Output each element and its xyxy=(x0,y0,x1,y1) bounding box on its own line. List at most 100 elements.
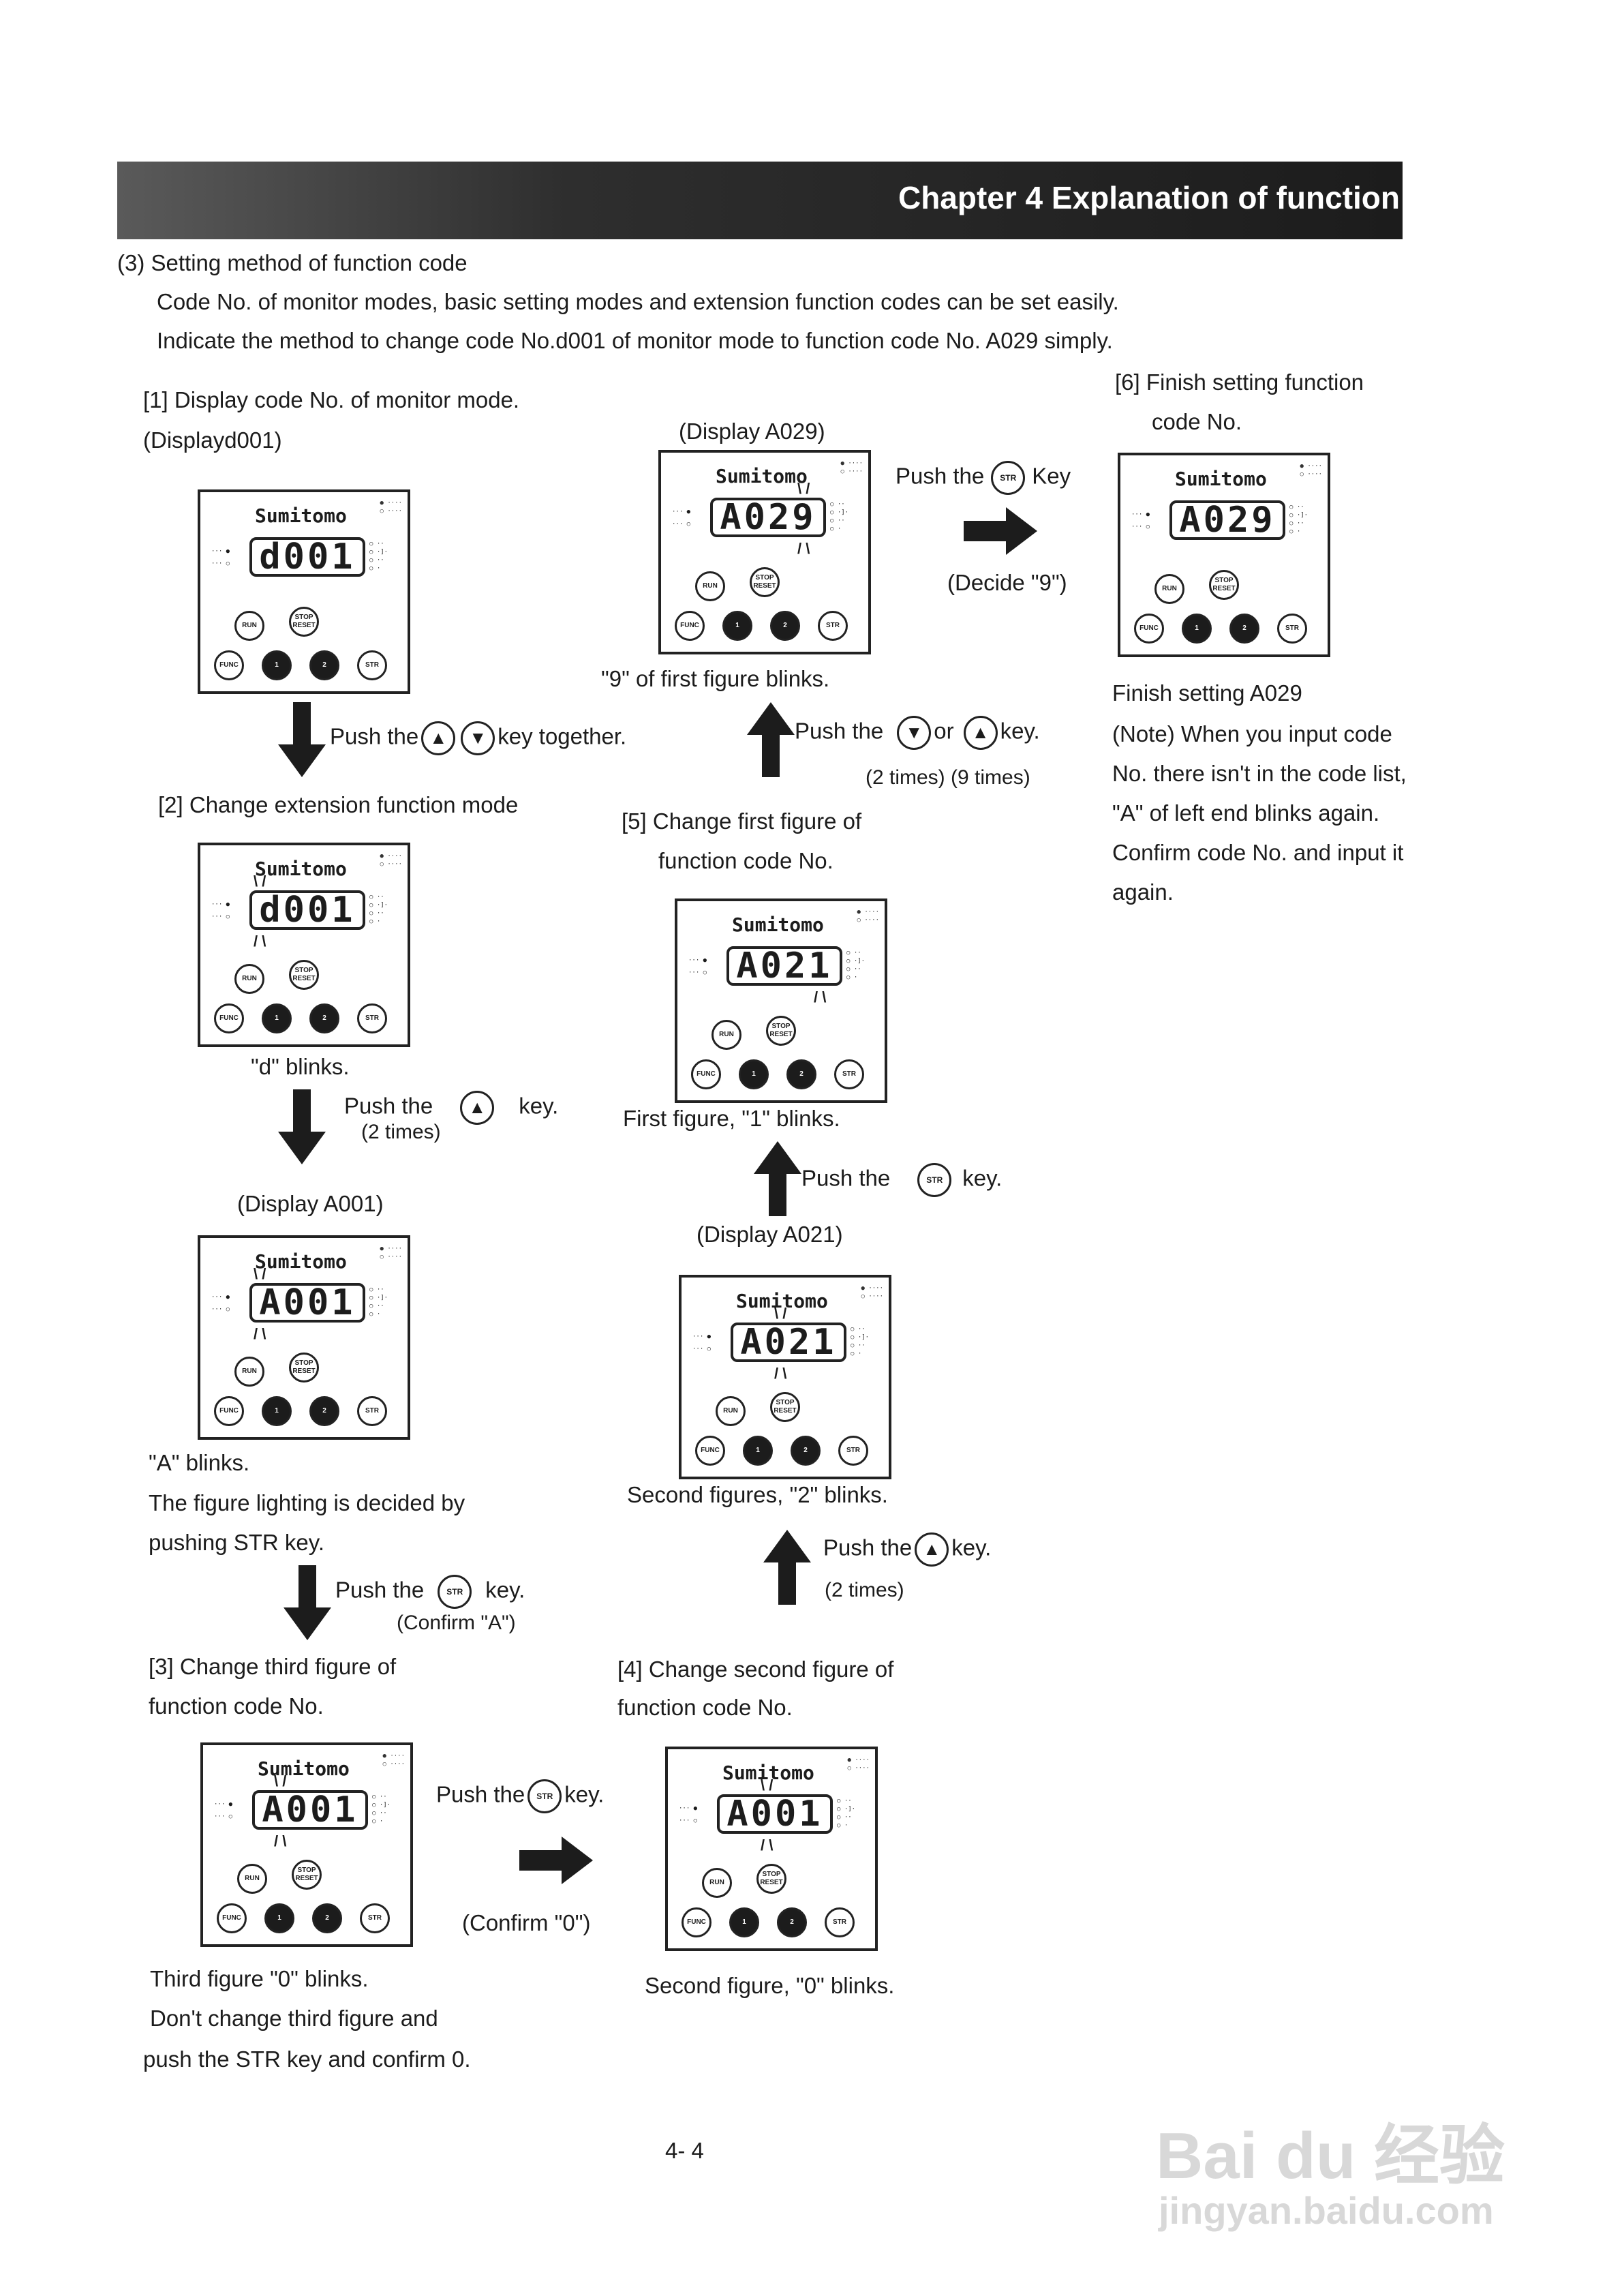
run-button[interactable]: RUN xyxy=(234,611,264,641)
up-button[interactable]: 1 xyxy=(262,1003,292,1033)
str-button[interactable]: STR xyxy=(834,1059,864,1089)
stop-reset-button[interactable]: STOP RESET xyxy=(756,1864,786,1894)
stop-reset-button[interactable]: STOP RESET xyxy=(289,960,319,990)
up-button[interactable]: 1 xyxy=(264,1903,294,1933)
stop-reset-button[interactable]: STOP RESET xyxy=(766,1016,796,1046)
down-button[interactable]: 2 xyxy=(791,1436,821,1466)
key-label: Key xyxy=(1032,463,1071,489)
step3-caption-3: push the STR key and confirm 0. xyxy=(143,2046,471,2072)
arrow-down-3 xyxy=(284,1565,331,1640)
lcd-display: A021 xyxy=(731,1323,846,1362)
down-button[interactable]: 2 xyxy=(309,650,339,680)
lcd-display: A001 xyxy=(249,1283,365,1323)
run-button[interactable]: RUN xyxy=(234,1357,264,1387)
step3-caption-2: Don't change third figure and xyxy=(150,2006,438,2031)
times-label: (2 times) (9 times) xyxy=(866,766,1030,789)
panel-brand: Sumitomo xyxy=(258,1757,350,1780)
step4-title-2: function code No. xyxy=(617,1695,793,1720)
stop-reset-button[interactable]: STOP RESET xyxy=(1209,570,1239,600)
str-key-icon: STR xyxy=(438,1575,472,1609)
baidu-watermark-logo: Bai du 经验 xyxy=(1156,2119,1505,2192)
run-button[interactable]: RUN xyxy=(695,571,725,601)
arrow-up-1 xyxy=(763,1530,811,1605)
str-button[interactable]: STR xyxy=(838,1436,868,1466)
down-button[interactable]: 2 xyxy=(770,611,800,641)
step4-caption: Second figure, "0" blinks. xyxy=(645,1973,895,1998)
baidu-watermark-url: jingyan.baidu.com xyxy=(1159,2189,1494,2232)
down-key-icon: ▼ xyxy=(897,716,932,750)
up-button[interactable]: 1 xyxy=(1182,614,1212,644)
func-button[interactable]: FUNC xyxy=(691,1059,721,1089)
step2-caption: "d" blinks. xyxy=(251,1054,350,1079)
up-button[interactable]: 1 xyxy=(743,1436,773,1466)
stop-reset-button[interactable]: STOP RESET xyxy=(750,567,780,597)
lcd-display: A001 xyxy=(252,1790,368,1830)
panel-brand: Sumitomo xyxy=(1175,468,1267,490)
push-label: Push the xyxy=(436,1781,525,1807)
func-button[interactable]: FUNC xyxy=(214,650,244,680)
a001-caption-1: "A" blinks. xyxy=(149,1450,250,1475)
note-line-3: "A" of left end blinks again. xyxy=(1112,800,1380,826)
up-button[interactable]: 1 xyxy=(262,650,292,680)
run-button[interactable]: RUN xyxy=(711,1020,741,1050)
str-button[interactable]: STR xyxy=(1277,614,1307,644)
up-button[interactable]: 1 xyxy=(739,1059,769,1089)
stop-reset-button[interactable]: STOP RESET xyxy=(292,1860,322,1890)
func-button[interactable]: FUNC xyxy=(214,1003,244,1033)
arrow-down-2 xyxy=(278,1089,326,1164)
display-a021-title: (Display A021) xyxy=(697,1222,843,1247)
str-button[interactable]: STR xyxy=(357,650,387,680)
intro-line-1: Code No. of monitor modes, basic setting… xyxy=(157,289,1119,314)
note-line-1: (Note) When you input code xyxy=(1112,721,1392,746)
func-button[interactable]: FUNC xyxy=(217,1903,247,1933)
key-label: key. xyxy=(564,1781,605,1807)
section-heading: (3) Setting method of function code xyxy=(117,250,468,275)
run-button[interactable]: RUN xyxy=(702,1868,732,1898)
panel-brand: Sumitomo xyxy=(255,858,347,880)
step6-caption: Finish setting A029 xyxy=(1112,680,1302,706)
push-label: Push the xyxy=(335,1577,425,1603)
up-button[interactable]: 1 xyxy=(722,611,752,641)
str-button[interactable]: STR xyxy=(360,1903,390,1933)
key-label: key. xyxy=(1000,718,1040,744)
down-button[interactable]: 2 xyxy=(777,1907,807,1937)
up-button[interactable]: 1 xyxy=(729,1907,759,1937)
func-button[interactable]: FUNC xyxy=(675,611,705,641)
operator-panel-step4: Sumitomo ● ···· ○ ···· ··· ● ··· ○ \ / A… xyxy=(665,1747,878,1951)
lcd-display: d001 xyxy=(249,890,365,930)
run-button[interactable]: RUN xyxy=(234,964,264,994)
down-button[interactable]: 2 xyxy=(309,1396,339,1426)
step6-title-2: code No. xyxy=(1152,409,1242,434)
operator-panel-a021-lower: Sumitomo ● ···· ○ ···· ··· ● ··· ○ \ / A… xyxy=(679,1275,891,1479)
run-button[interactable]: RUN xyxy=(1154,574,1184,604)
str-button[interactable]: STR xyxy=(357,1003,387,1033)
run-button[interactable]: RUN xyxy=(716,1396,746,1426)
down-button[interactable]: 2 xyxy=(309,1003,339,1033)
func-button[interactable]: FUNC xyxy=(682,1907,711,1937)
operator-panel-a001: Sumitomo ● ···· ○ ···· ··· ● ··· ○ \ / A… xyxy=(198,1235,410,1440)
run-button[interactable]: RUN xyxy=(237,1864,267,1894)
str-button[interactable]: STR xyxy=(357,1396,387,1426)
up-button[interactable]: 1 xyxy=(262,1396,292,1426)
stop-reset-button[interactable]: STOP RESET xyxy=(289,1353,319,1383)
lcd-display: d001 xyxy=(249,537,365,577)
confirm-0-label: (Confirm "0") xyxy=(462,1910,591,1935)
func-button[interactable]: FUNC xyxy=(1134,614,1164,644)
down-button[interactable]: 2 xyxy=(786,1059,816,1089)
step4-title-1: [4] Change second figure of xyxy=(617,1657,894,1682)
push-label: Push the xyxy=(823,1535,913,1560)
key-label: key. xyxy=(519,1093,559,1119)
func-button[interactable]: FUNC xyxy=(214,1396,244,1426)
key-label: key. xyxy=(951,1535,992,1560)
stop-reset-button[interactable]: STOP RESET xyxy=(770,1392,800,1422)
str-button[interactable]: STR xyxy=(818,611,848,641)
down-button[interactable]: 2 xyxy=(312,1903,342,1933)
down-button[interactable]: 2 xyxy=(1229,614,1259,644)
operator-panel-step1: Sumitomo ● ···· ○ ···· ··· ● ··· ○ d001 … xyxy=(198,489,410,694)
str-button[interactable]: STR xyxy=(825,1907,855,1937)
down-key-icon: ▼ xyxy=(461,721,495,755)
func-button[interactable]: FUNC xyxy=(695,1436,725,1466)
page-number: 4- 4 xyxy=(665,2138,704,2163)
intro-line-2: Indicate the method to change code No.d0… xyxy=(157,328,1113,353)
stop-reset-button[interactable]: STOP RESET xyxy=(289,607,319,637)
